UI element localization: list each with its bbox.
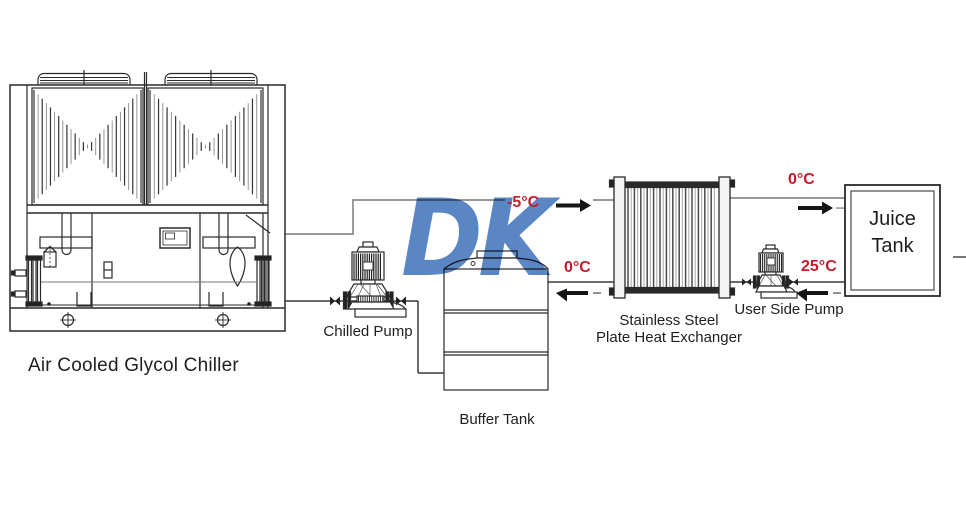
anchor-bolt-icon [215, 312, 231, 328]
condenser-coil-pattern [149, 90, 262, 203]
fan-guard-icon [37, 70, 131, 85]
buffer-tank-drawing [443, 250, 549, 391]
chilled-pump-label: Chilled Pump [323, 323, 413, 340]
juice-tank-label: Juice Tank [851, 206, 934, 260]
temp-label-supply: -5°C [507, 194, 540, 211]
valve-icon [742, 278, 747, 286]
heat-exchanger-label: Stainless Steel Plate Heat Exchanger [589, 312, 749, 346]
flange-stack-icon [10, 255, 43, 307]
chilled-pump-drawing [330, 241, 407, 318]
fan-guard-icon [164, 70, 258, 85]
heat-exchanger-label-line1: Stainless Steel [619, 312, 719, 329]
heat-exchanger-drawing [608, 176, 736, 299]
anchor-bolt-icon [60, 312, 76, 328]
chiller-label: Air Cooled Glycol Chiller [28, 355, 239, 376]
juice-tank-label-line1: Juice [869, 208, 916, 230]
heat-exchanger-label-line2: Plate Heat Exchanger [596, 329, 742, 346]
temp-label-hx-return: 0°C [564, 259, 591, 276]
temp-label-juice-return: 25°C [801, 258, 837, 275]
flow-arrow-left-icon [556, 288, 601, 302]
user-side-pump-drawing [742, 244, 798, 299]
motor-fins [759, 254, 783, 272]
condenser-coil-pattern [33, 90, 142, 203]
valve-icon [330, 296, 335, 306]
control-panel-icon [159, 227, 191, 249]
user-side-pump-label: User Side Pump [734, 301, 844, 318]
juice-tank-label-line2: Tank [871, 235, 914, 257]
chiller-drawing [9, 70, 286, 332]
flange-stack-icon [254, 255, 272, 307]
plate-pack [627, 188, 715, 287]
flow-arrows [556, 199, 844, 302]
buffer-tank-label: Buffer Tank [459, 411, 535, 428]
juice-tank-drawing [844, 184, 941, 297]
impeller-collar [358, 296, 384, 302]
brand-watermark: DK [401, 177, 555, 300]
flow-arrow-right-icon [556, 199, 591, 212]
flow-arrow-right-icon [798, 201, 844, 215]
temp-label-hx-to-juice: 0°C [788, 171, 815, 188]
flow-arrow-left-icon [796, 288, 841, 302]
valve-icon [789, 278, 794, 286]
